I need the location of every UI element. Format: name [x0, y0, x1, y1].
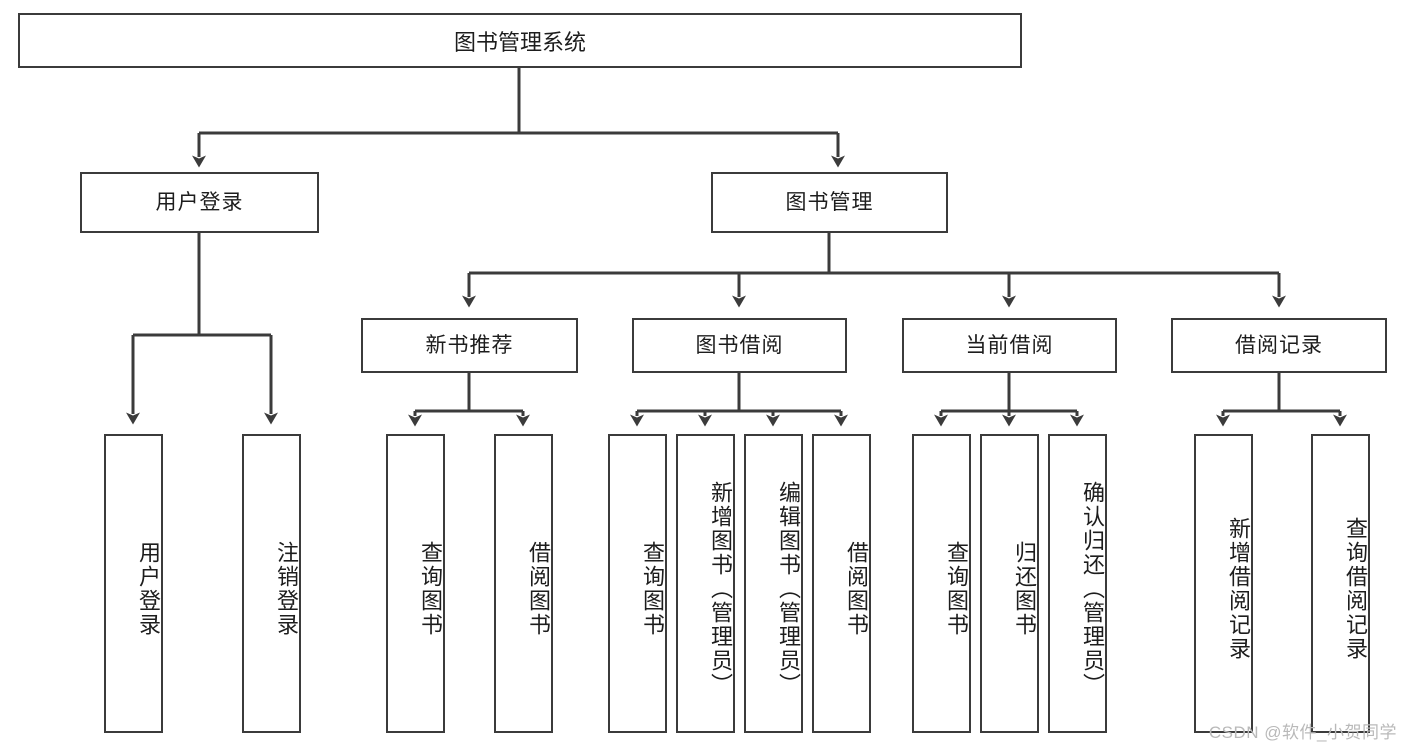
node-book-borrow[interactable]: 图书借阅 [632, 318, 847, 373]
leaf-record-add-label: 新增借阅记录 [1226, 516, 1251, 661]
leaf-current-query-book-label: 查询图书 [944, 540, 969, 637]
node-user-login-label: 用户登录 [155, 190, 244, 214]
leaf-new-book-query[interactable]: 查询图书 [386, 434, 445, 733]
node-current-borrow-label: 当前借阅 [965, 333, 1054, 357]
leaf-borrow-edit-book-label: 编辑图书（管理员） [776, 480, 801, 697]
leaf-borrow-edit-book[interactable]: 编辑图书（管理员） [744, 434, 803, 733]
node-new-book-recommend-label: 新书推荐 [425, 333, 514, 357]
node-book-management-label: 图书管理 [785, 190, 874, 214]
node-current-borrow[interactable]: 当前借阅 [902, 318, 1117, 373]
csdn-watermark: CSDN @软件_小贺同学 [1208, 723, 1397, 742]
leaf-record-query-label: 查询借阅记录 [1343, 516, 1368, 661]
leaf-user-login-signin-label: 用户登录 [136, 540, 161, 637]
leaf-record-add[interactable]: 新增借阅记录 [1194, 434, 1253, 733]
leaf-user-login-signin[interactable]: 用户登录 [104, 434, 163, 733]
node-book-borrow-label: 图书借阅 [695, 333, 784, 357]
leaf-borrow-borrow-book-label: 借阅图书 [844, 540, 869, 637]
leaf-record-query[interactable]: 查询借阅记录 [1311, 434, 1370, 733]
node-borrow-record[interactable]: 借阅记录 [1171, 318, 1387, 373]
node-root-system[interactable]: 图书管理系统 [18, 13, 1022, 68]
node-new-book-recommend[interactable]: 新书推荐 [361, 318, 578, 373]
leaf-new-book-borrow-label: 借阅图书 [526, 540, 551, 637]
leaf-borrow-query-book-label: 查询图书 [640, 540, 665, 637]
leaf-borrow-add-book[interactable]: 新增图书（管理员） [676, 434, 735, 733]
node-root-system-label: 图书管理系统 [453, 29, 586, 55]
leaf-user-login-signout[interactable]: 注销登录 [242, 434, 301, 733]
leaf-new-book-query-label: 查询图书 [418, 540, 443, 637]
leaf-current-confirm-return-label: 确认归还（管理员） [1080, 480, 1105, 697]
leaf-current-return-book-label: 归还图书 [1012, 540, 1037, 637]
leaf-current-return-book[interactable]: 归还图书 [980, 434, 1039, 733]
leaf-borrow-borrow-book[interactable]: 借阅图书 [812, 434, 871, 733]
leaf-borrow-query-book[interactable]: 查询图书 [608, 434, 667, 733]
node-borrow-record-label: 借阅记录 [1235, 333, 1323, 357]
node-user-login[interactable]: 用户登录 [80, 172, 319, 233]
leaf-current-query-book[interactable]: 查询图书 [912, 434, 971, 733]
leaf-borrow-add-book-label: 新增图书（管理员） [708, 480, 733, 697]
leaf-current-confirm-return[interactable]: 确认归还（管理员） [1048, 434, 1107, 733]
node-book-management[interactable]: 图书管理 [711, 172, 948, 233]
leaf-new-book-borrow[interactable]: 借阅图书 [494, 434, 553, 733]
leaf-user-login-signout-label: 注销登录 [274, 540, 299, 637]
